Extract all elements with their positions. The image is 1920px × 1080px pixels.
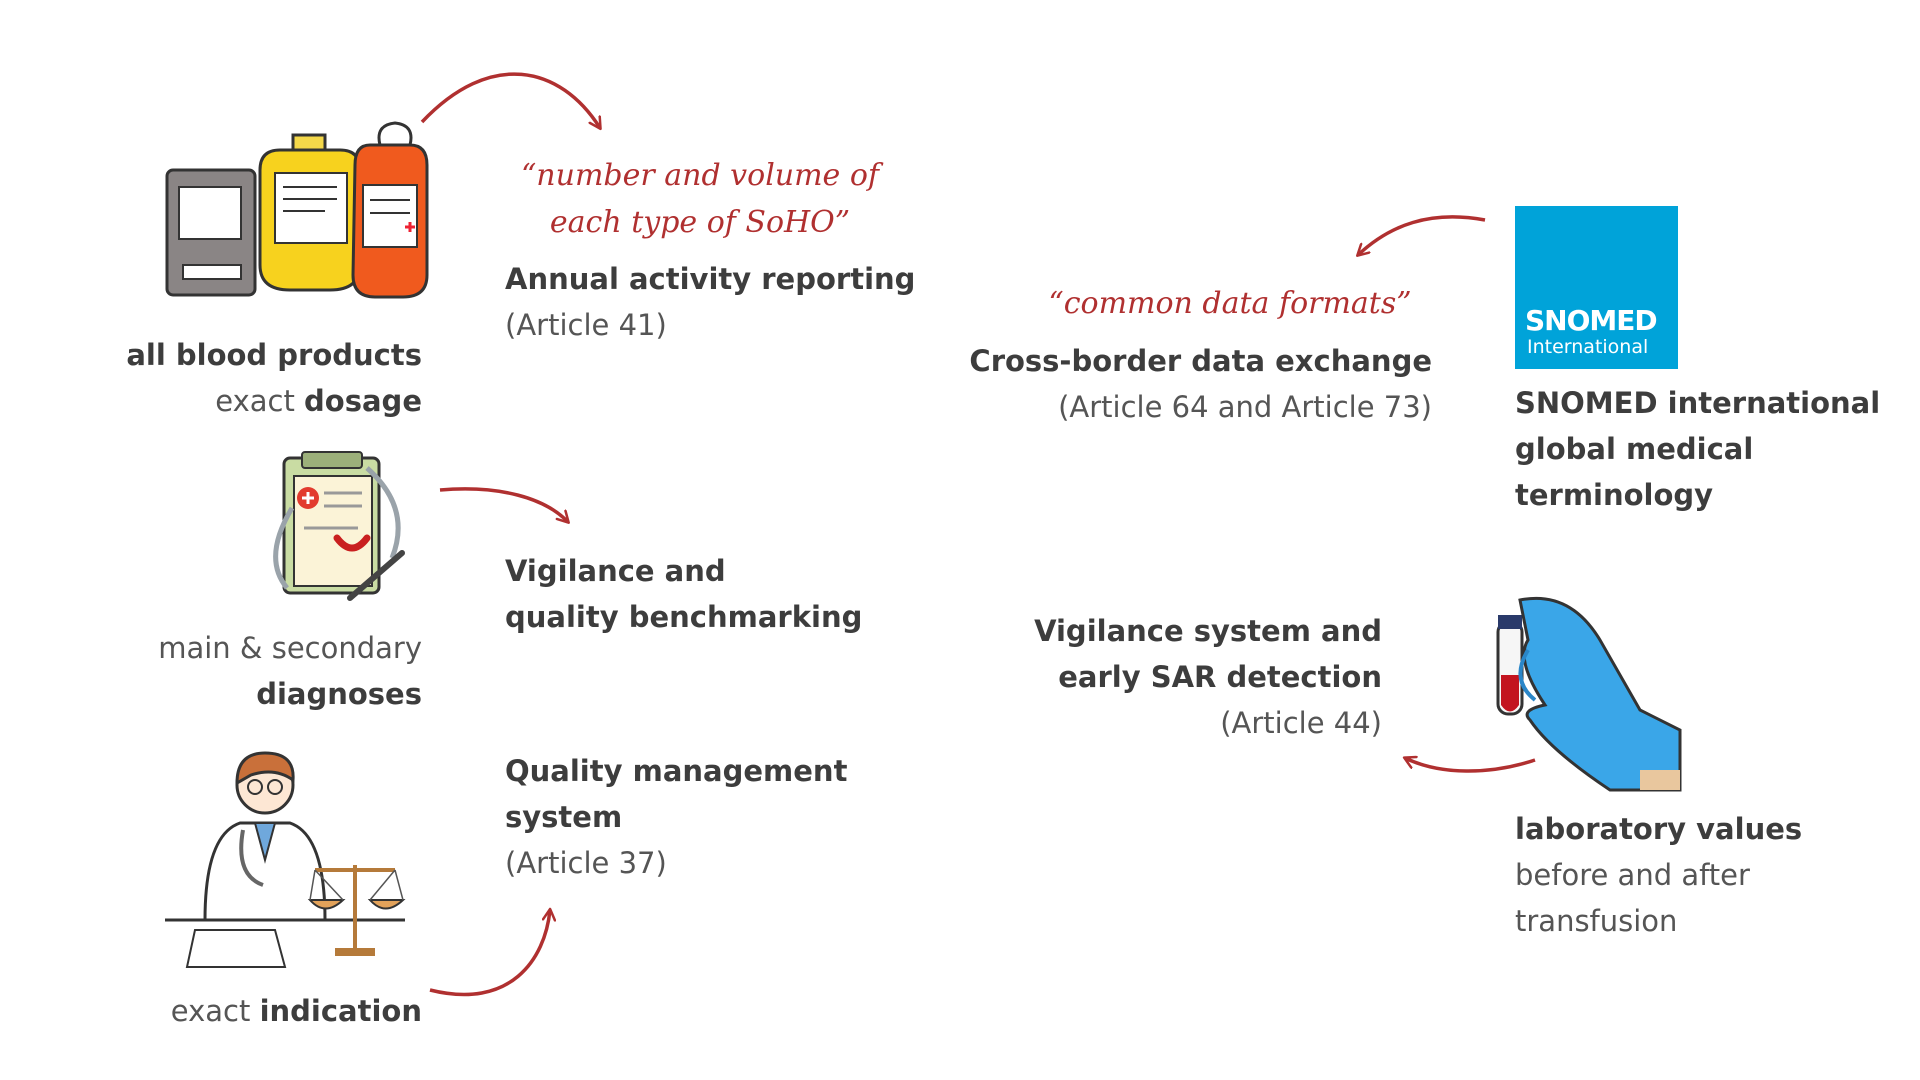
medical-clipboard-stethoscope-icon [273, 451, 405, 601]
formats-quote-text: “common data formats” [1048, 286, 1412, 321]
annual-activity-reporting: Annual activity reporting (Article 41) [505, 256, 915, 348]
qms-line2: system [505, 800, 623, 834]
cross-border-article: (Article 64 and Article 73) [1058, 390, 1432, 424]
doctor-scales-icon [165, 751, 406, 968]
formats-quote: “common data formats” [1030, 280, 1430, 327]
arrow-blood-to-reporting [420, 72, 600, 128]
diagnoses-line2: diagnoses [256, 677, 422, 711]
qms-line1: Quality management [505, 754, 848, 788]
indication-prefix: exact [170, 994, 251, 1028]
dosage-line: exact dosage [126, 378, 422, 424]
snomed-line2: global medical [1515, 432, 1754, 466]
arrow-snomed-to-crossborder [1358, 215, 1486, 255]
diagnoses-label: main & secondary diagnoses [158, 625, 422, 717]
snomed-logo-text: SNOMED [1525, 304, 1658, 337]
vigilance-system-line1: Vigilance system and [1034, 614, 1382, 648]
vigilance-benchmarking-line2: quality benchmarking [505, 600, 863, 634]
vigilance-system-line2: early SAR detection [1058, 660, 1382, 694]
dosage-word: dosage [304, 384, 422, 418]
laboratory-values: laboratory values before and after trans… [1515, 806, 1802, 944]
snomed-description: SNOMED international global medical term… [1515, 380, 1880, 518]
lab-line2: before and after [1515, 858, 1750, 892]
annual-activity-title: Annual activity reporting [505, 262, 916, 296]
snomed-logo-subtext: International [1527, 336, 1649, 358]
indication-word: indication [259, 994, 422, 1028]
lab-line3: transfusion [1515, 904, 1678, 938]
qms-article: (Article 37) [505, 846, 667, 880]
cross-border-title: Cross-border data exchange [969, 344, 1432, 378]
snomed-logo: SNOMED International [1515, 206, 1678, 369]
dosage-prefix: exact [215, 384, 295, 418]
arrow-diagnoses-to-vigilance [439, 487, 568, 522]
cross-border-exchange: Cross-border data exchange (Article 64 a… [969, 338, 1432, 430]
blood-bags-icon [165, 121, 429, 299]
indication-label: exact indication [171, 988, 422, 1034]
soho-quote-line2: each type of SoHO” [549, 205, 851, 240]
arrow-lab-to-vigilance-system [1405, 758, 1536, 773]
lab-line1: laboratory values [1515, 812, 1803, 846]
vigilance-benchmarking: Vigilance and quality benchmarking [505, 548, 862, 640]
diagnoses-line1: main & secondary [158, 631, 422, 665]
vigilance-system: Vigilance system and early SAR detection… [1034, 608, 1382, 746]
soho-quote: “number and volume of each type of SoHO” [520, 152, 880, 246]
blood-products-title: all blood products [126, 338, 422, 372]
vigilance-system-article: (Article 44) [1220, 706, 1382, 740]
snomed-line3: terminology [1515, 478, 1714, 512]
gloved-hand-test-tube-icon [1496, 596, 1682, 792]
soho-quote-line1: “number and volume of [520, 158, 880, 193]
snomed-line1: SNOMED international [1515, 386, 1881, 420]
indication-line: exact indication [171, 988, 422, 1034]
arrow-indication-to-qms [429, 910, 550, 997]
blood-products-label: all blood products exact dosage [126, 332, 422, 424]
quality-management-system: Quality management system (Article 37) [505, 748, 847, 886]
annual-activity-article: (Article 41) [505, 308, 667, 342]
vigilance-benchmarking-line1: Vigilance and [505, 554, 726, 588]
